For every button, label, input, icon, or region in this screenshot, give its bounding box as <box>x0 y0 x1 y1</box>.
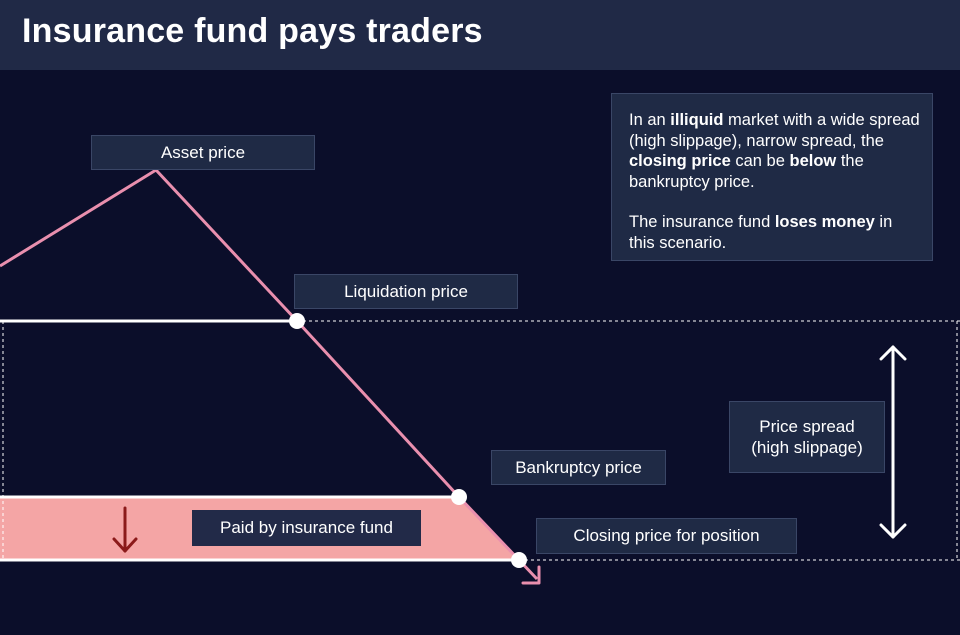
double-arrow-vertical-icon <box>879 345 907 539</box>
arrow-down-icon <box>112 506 138 553</box>
bankruptcy-point <box>451 489 467 505</box>
liquidation-point <box>289 313 305 329</box>
price-spread-label: Price spread (high slippage) <box>729 401 885 473</box>
closing-price-label: Closing price for position <box>536 518 797 554</box>
price-line-arrowhead <box>521 565 541 585</box>
bankruptcy-price-label: Bankruptcy price <box>491 450 666 485</box>
info-paragraph-2: The insurance fund loses money in this s… <box>629 213 893 252</box>
page-title: Insurance fund pays traders <box>22 12 483 50</box>
closing-point <box>511 552 527 568</box>
price-spread-line2: (high slippage) <box>751 438 863 457</box>
info-box: In an illiquid market with a wide spread… <box>611 93 933 261</box>
header-bar: Insurance fund pays traders <box>0 0 960 70</box>
paid-by-fund-label: Paid by insurance fund <box>192 510 421 546</box>
liquidation-price-label: Liquidation price <box>294 274 518 309</box>
info-paragraph-1: In an illiquid market with a wide spread… <box>629 111 920 191</box>
asset-price-label: Asset price <box>91 135 315 170</box>
price-spread-line1: Price spread <box>759 417 855 436</box>
